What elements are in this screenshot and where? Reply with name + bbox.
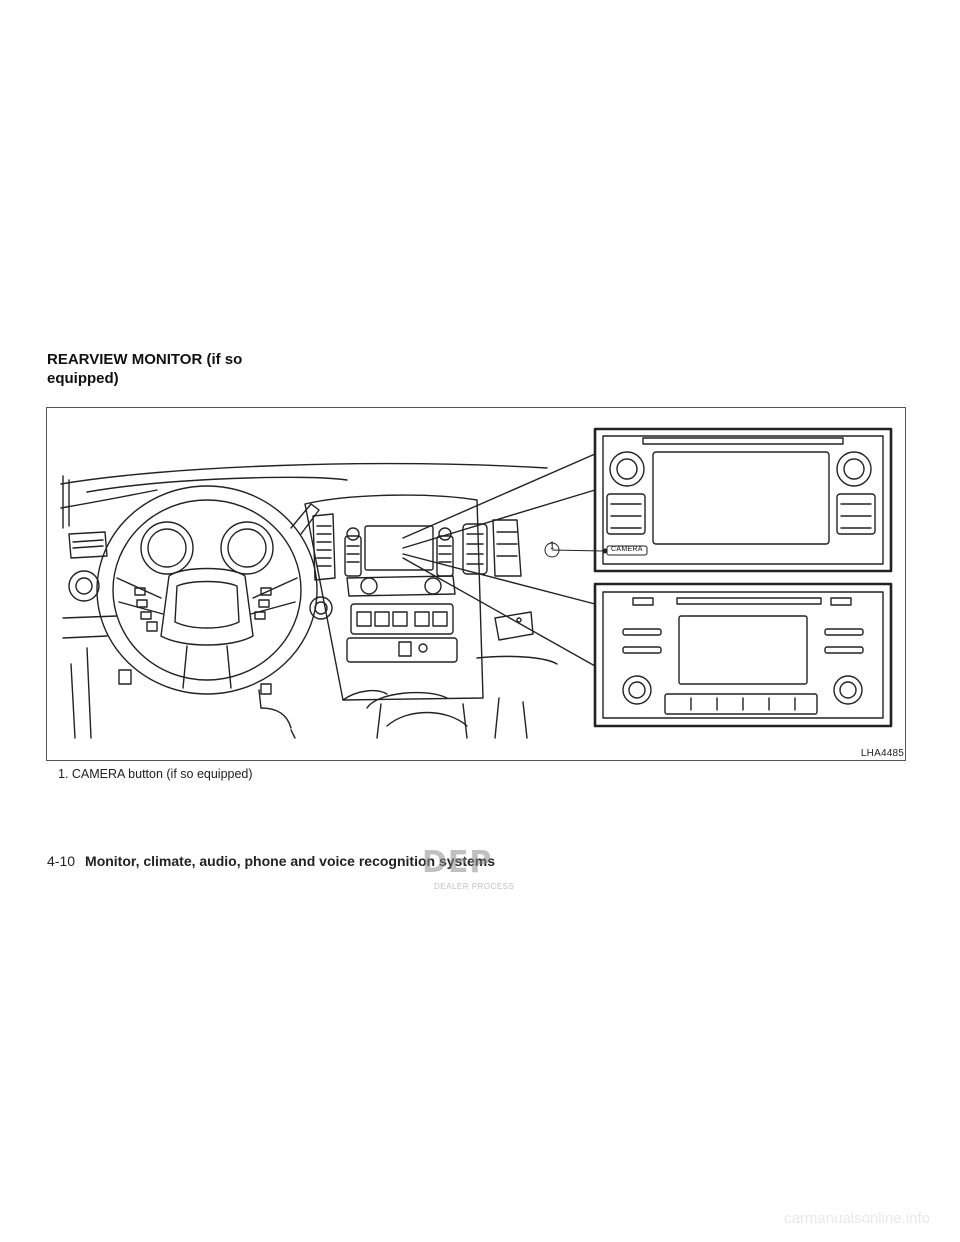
camera-button-label: CAMERA bbox=[611, 546, 643, 553]
inset-alternate-unit bbox=[593, 582, 893, 728]
page-footer: 4-10 Monitor, climate, audio, phone and v… bbox=[47, 853, 495, 869]
watermark-subtext: DEALER PROCESS bbox=[434, 882, 515, 891]
figure-caption: 1. CAMERA button (if so equipped) bbox=[58, 767, 253, 781]
dashboard-illustration bbox=[60, 462, 558, 739]
page-number: 4-10 bbox=[47, 853, 76, 869]
figure-code: LHA4485 bbox=[860, 748, 904, 759]
footer-section-title: Monitor, climate, audio, phone and voice… bbox=[85, 853, 495, 869]
zoom-lines bbox=[402, 453, 596, 667]
site-watermark: carmanualsonline.info bbox=[784, 1210, 930, 1227]
callout-number: 1 bbox=[549, 541, 556, 552]
rearview-monitor-figure: 1 CAMERA LHA4485 bbox=[46, 407, 906, 761]
watermark-logo: DEP bbox=[422, 845, 493, 880]
inset-camera-unit bbox=[544, 427, 893, 573]
section-heading: REARVIEW MONITOR (if so equipped) bbox=[47, 351, 243, 387]
